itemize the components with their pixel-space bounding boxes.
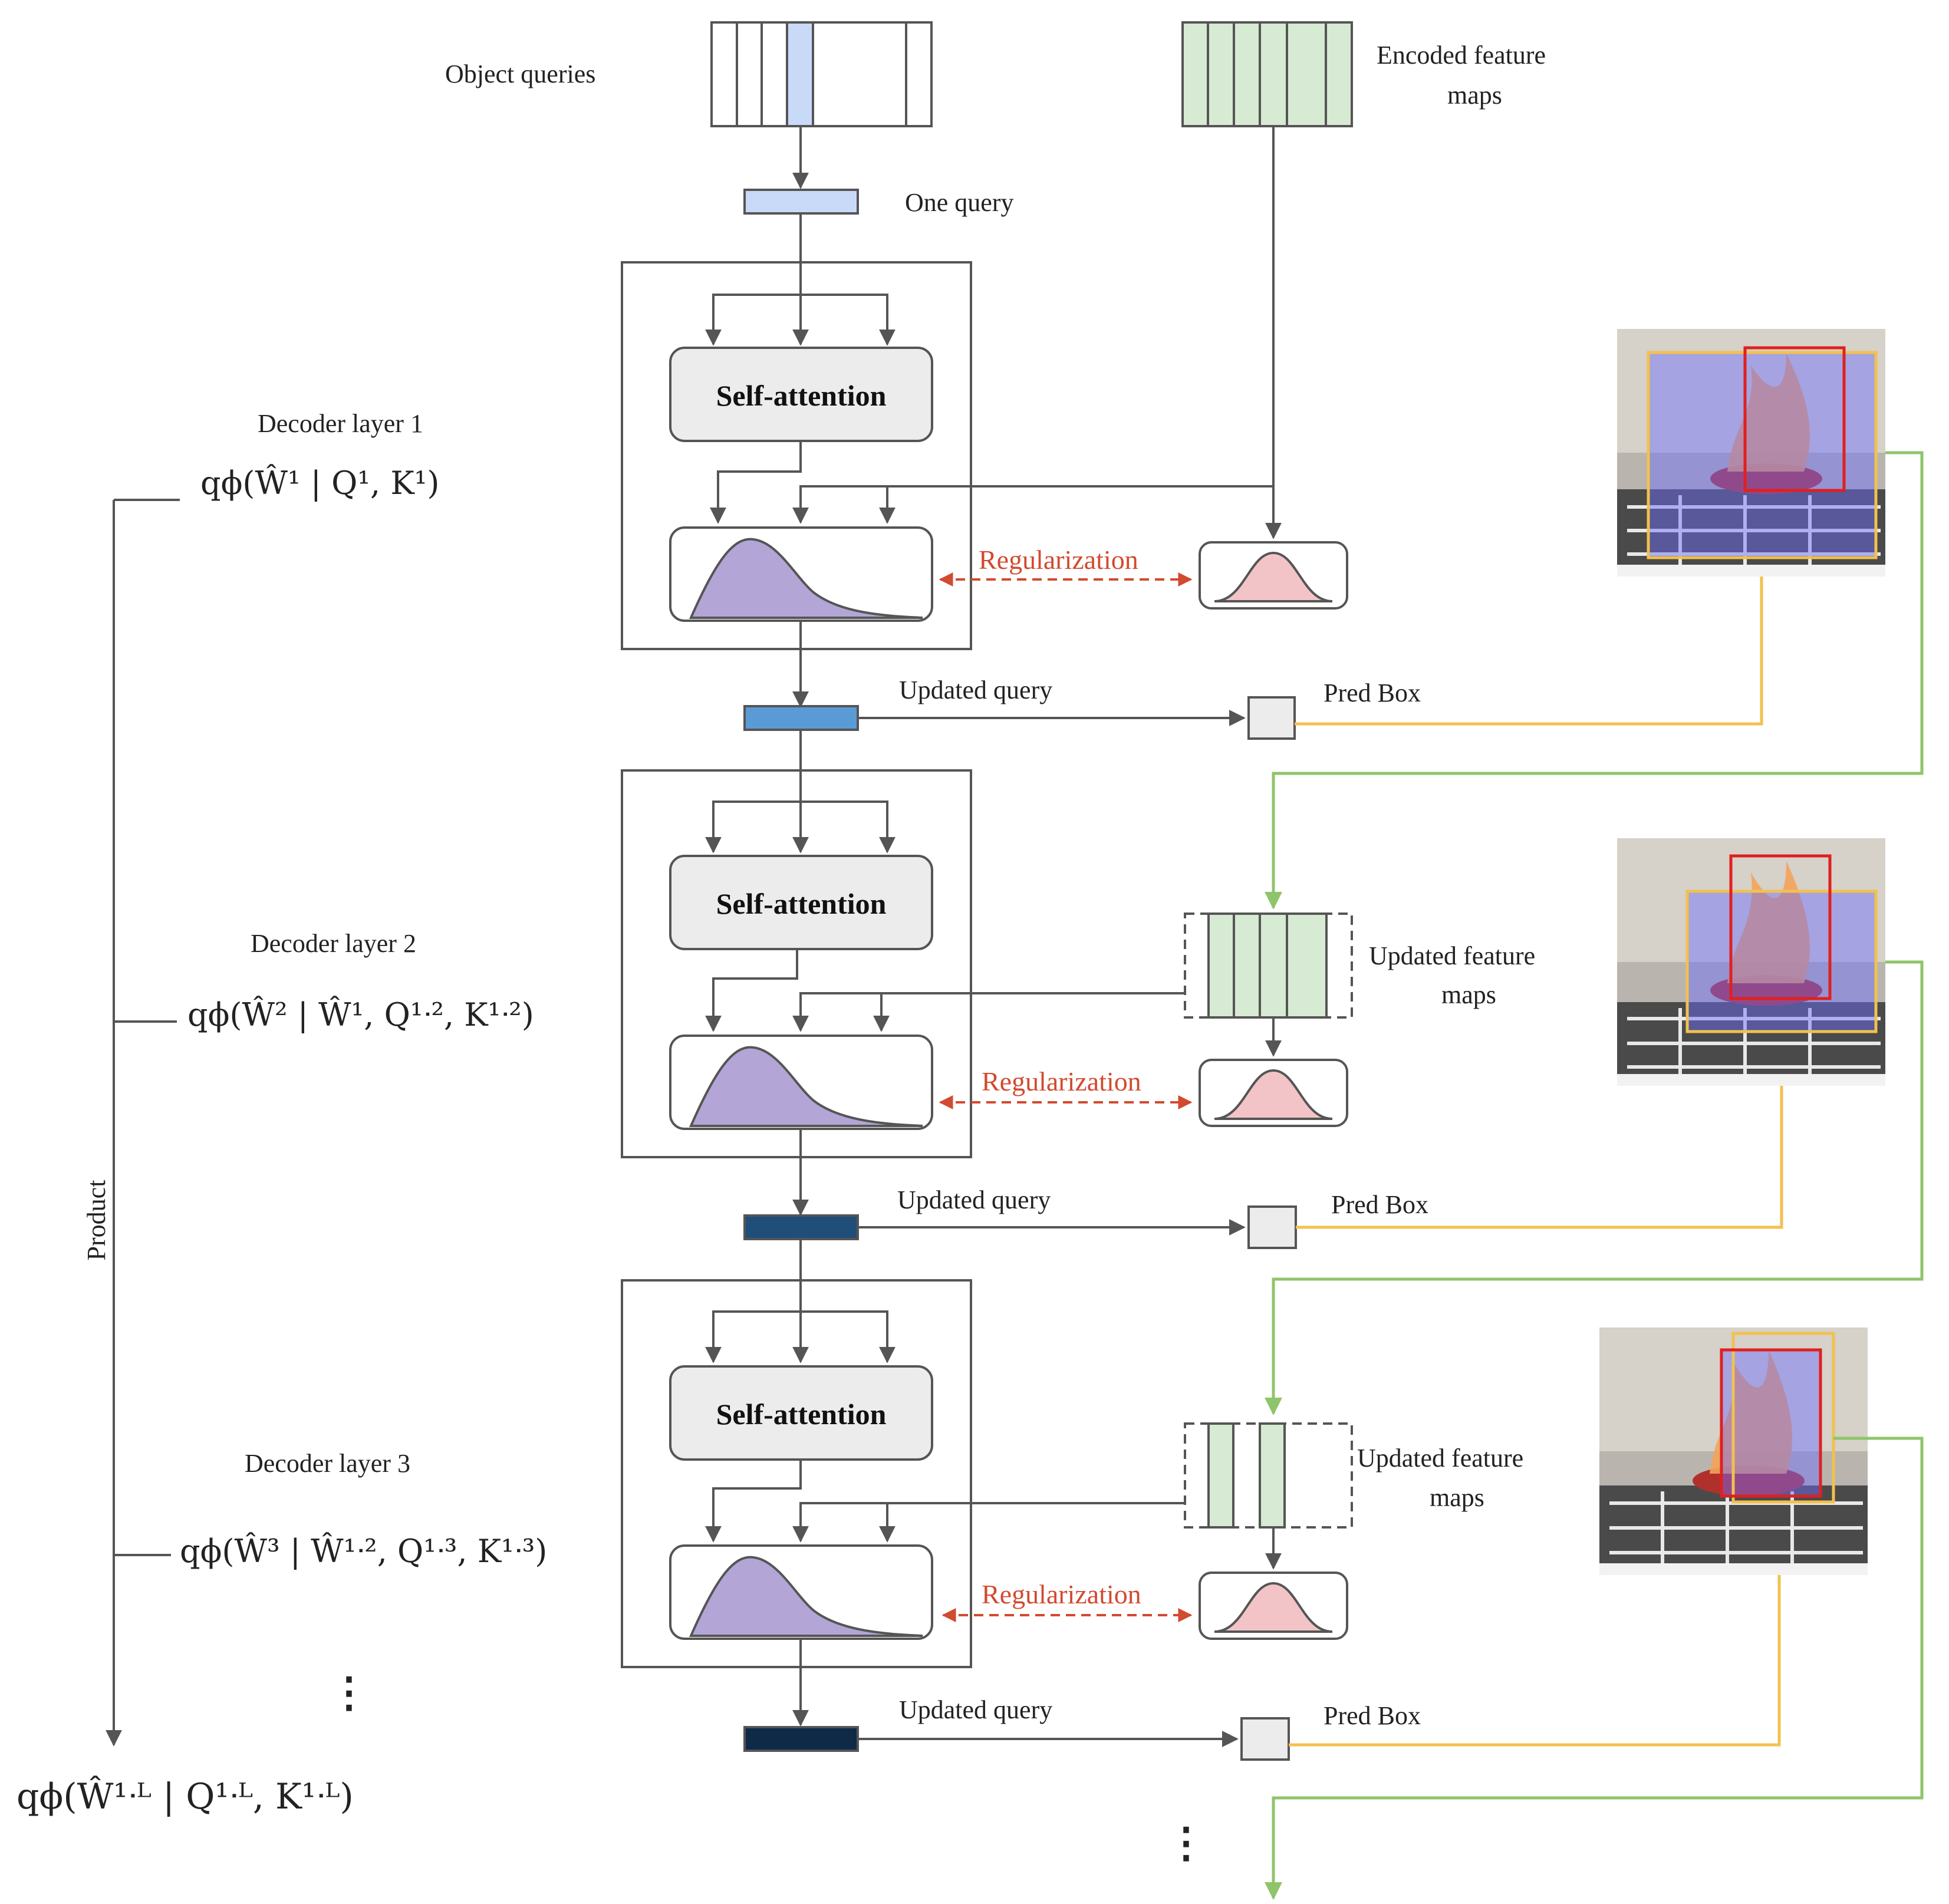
posterior-curve-2 [689, 1046, 923, 1127]
posterior-curve-1 [689, 538, 923, 619]
decoder-layer-2-formula: qϕ(Ŵ² | Ŵ¹, Q¹ᐧ², K¹ᐧ²) [187, 995, 534, 1033]
feature-update-arrow-1 [1265, 451, 1924, 910]
self-attention-label-1: Self-attention [716, 379, 887, 412]
updated-query-bar-1 [743, 705, 859, 731]
object-queries-block [710, 21, 933, 127]
one-query-bar [743, 189, 859, 215]
prior-curve-2 [1214, 1069, 1333, 1120]
self-attention-box-2 [669, 855, 933, 950]
prior-curve-1 [1214, 551, 1333, 602]
decoder-layer-1-title: Decoder layer 1 [258, 409, 423, 438]
continuation-dots-center: ⋮ [1166, 1818, 1207, 1867]
updated-feature-maps-2 [1184, 913, 1353, 1019]
updated-query-bar-2 [743, 1214, 859, 1240]
detection-image-2 [1617, 838, 1885, 1086]
detection-image-1 [1617, 329, 1885, 577]
encoded-feature-maps-label-2: maps [1447, 81, 1502, 110]
updated-feature-maps-label-3a: Updated feature [1357, 1444, 1523, 1473]
posterior-curve-3 [689, 1556, 923, 1637]
updated-feature-maps-label-2a: Updated feature [1369, 941, 1535, 970]
pred-box-2 [1247, 1205, 1297, 1249]
updated-query-label-1: Updated query [899, 676, 1052, 704]
pred-box-3 [1240, 1717, 1290, 1761]
pred-box-arrow-2 [1296, 1040, 1790, 1229]
updated-query-label-2: Updated query [897, 1185, 1051, 1214]
pred-box-arrow-1 [1295, 557, 1770, 726]
pred-box-label-3: Pred Box [1324, 1701, 1421, 1730]
decoder-layer-3-title: Decoder layer 3 [245, 1449, 410, 1478]
detection-image-3 [1599, 1327, 1868, 1575]
decoder-layer-1: Self-attention [621, 261, 972, 708]
decoder-layer-3: Self-attention [621, 1279, 1185, 1727]
updated-feature-maps-label-2b: maps [1441, 980, 1496, 1009]
pred-box-arrow-3 [1289, 1503, 1788, 1747]
feature-update-arrow-2 [1265, 960, 1924, 1415]
decoder-layer-1-formula: qϕ(Ŵ¹ | Q¹, K¹) [200, 463, 439, 502]
pred-box-1 [1247, 696, 1296, 740]
regularization-label-1: Regularization [979, 545, 1138, 575]
prior-curve-3 [1214, 1582, 1333, 1633]
object-queries-label: Object queries [445, 60, 595, 88]
pred-box-label-2: Pred Box [1331, 1190, 1428, 1219]
product-label: Product [82, 1180, 111, 1261]
decoder-layer-2: Self-attention [621, 769, 1185, 1216]
updated-query-label-3: Updated query [899, 1695, 1052, 1724]
continuation-dots-left: ⋮ [328, 1668, 370, 1717]
feature-update-arrow-3 [1265, 1437, 1924, 1900]
one-query-label: One query [905, 188, 1014, 217]
final-formula: qϕ(Ŵ¹ᐧᴸ | Q¹ᐧᴸ, K¹ᐧᴸ) [17, 1775, 354, 1817]
updated-feature-maps-3 [1184, 1422, 1353, 1529]
self-attention-label-2: Self-attention [716, 887, 887, 920]
encoded-feature-maps-block [1181, 21, 1353, 127]
self-attention-label-3: Self-attention [716, 1398, 887, 1431]
decoder-layer-2-title: Decoder layer 2 [251, 929, 416, 958]
updated-feature-maps-label-3b: maps [1430, 1483, 1484, 1512]
encoded-feature-maps-label-1: Encoded feature [1377, 41, 1546, 70]
regularization-label-2: Regularization [982, 1066, 1141, 1096]
pred-box-label-1: Pred Box [1324, 678, 1421, 707]
updated-query-bar-3 [743, 1726, 859, 1752]
decoder-layer-3-formula: qϕ(Ŵ³ | Ŵ¹ᐧ², Q¹ᐧ³, K¹ᐧ³) [180, 1531, 547, 1570]
product-bracket [106, 499, 180, 1747]
regularization-label-3: Regularization [982, 1579, 1141, 1609]
